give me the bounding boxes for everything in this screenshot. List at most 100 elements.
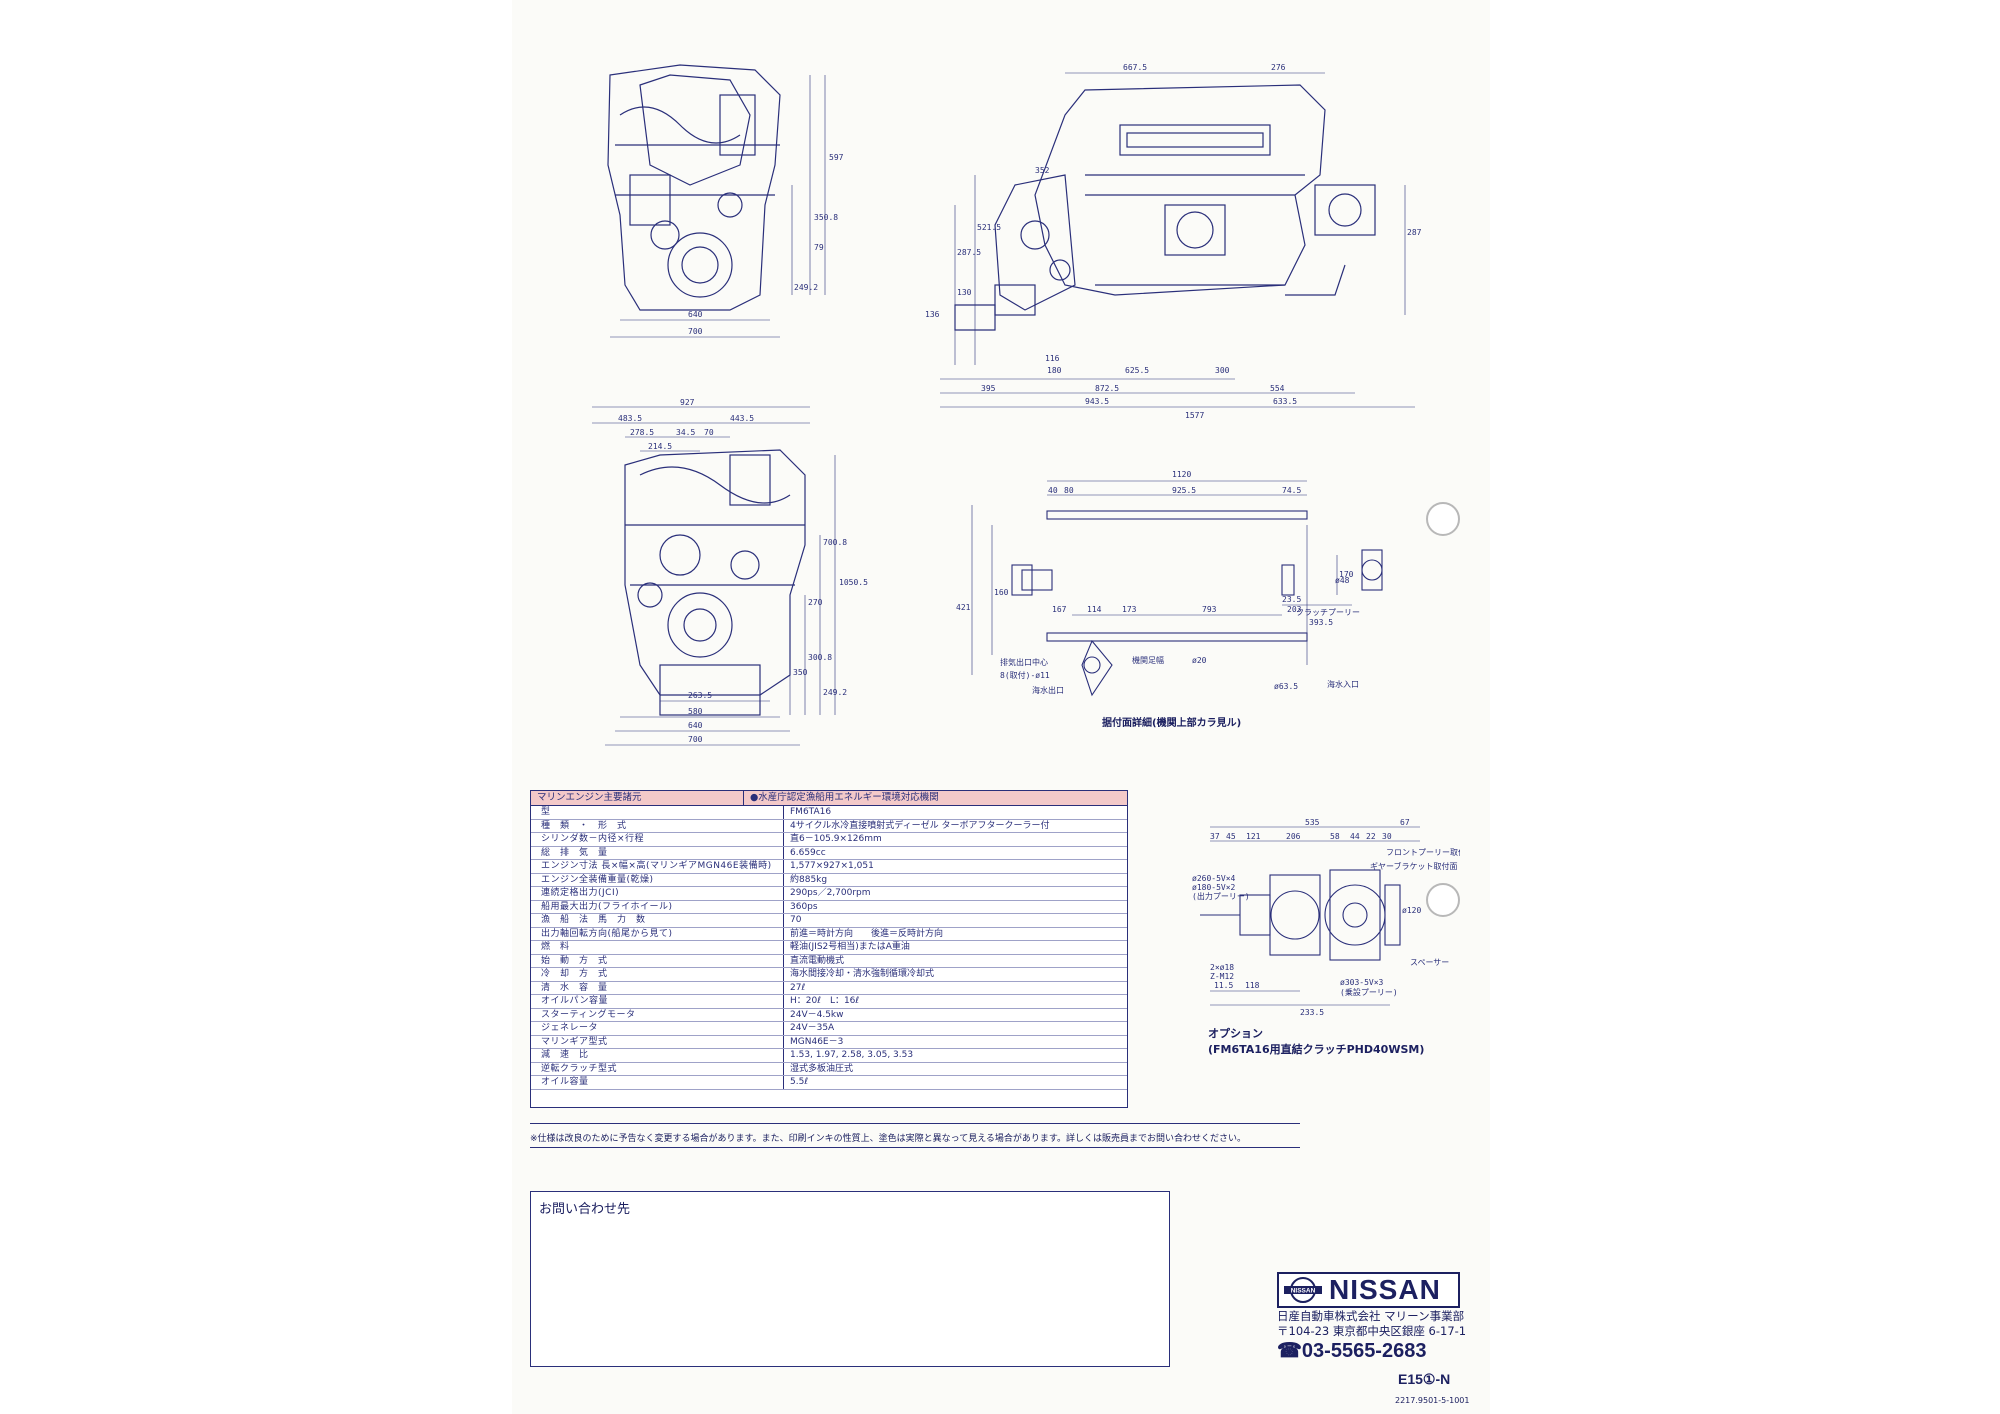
spec-value: 6.659cc [790,847,826,858]
engine-front-view: 640 700 597 350.8 79 249.2 [607,64,844,338]
dim-label: 37 [1210,832,1220,841]
dim-label: 625.5 [1125,366,1149,375]
dim-label: 927 [680,398,695,407]
spec-value: 直6－105.9×126mm [790,834,882,844]
dim-label: 34.5 [676,428,695,437]
dim-label: 393.5 [1309,618,1333,627]
dim-label: 118 [1245,981,1260,990]
callout-label: 海水入口 [1327,679,1359,689]
dim-label: 74.5 [1282,486,1301,495]
dim-label: 214.5 [648,442,672,451]
dim-label: 160 [994,588,1009,597]
dim-label: 1577 [1185,411,1204,420]
dim-label: 580 [688,707,703,716]
callout-label: (出力プーリー) [1192,891,1250,901]
brochure-page [512,0,1490,1414]
spec-row: 冷 却 方 式海水間接冷却・清水強制循環冷却式 [531,968,1127,982]
spec-key: 始 動 方 式 [531,954,784,967]
spec-key: エンジン寸法 長×幅×高(マリンギアMGN46E装備時) [531,860,784,873]
spec-value: 湿式多板油圧式 [790,1063,854,1074]
dim-label: 263.5 [688,691,712,700]
spec-row: シリンダ数－内径×行程直6－105.9×126mm [531,833,1127,847]
dim-label: 700.8 [823,538,847,547]
spec-value: H：20ℓ L：16ℓ [790,996,860,1006]
document-code: E15①-N [1398,1371,1451,1387]
callout-label: 海水出口 [1032,685,1064,695]
spec-value: 5.5ℓ [790,1077,809,1087]
spec-row: 燃 料軽油(JIS2号相当)またはA重油 [531,941,1127,955]
option-dim-labels: 535 67 37 45 121 206 58 44 22 30 118 233… [1192,818,1460,1017]
spec-key: 減 速 比 [531,1049,784,1062]
callout-label: ø63.5 [1274,682,1298,691]
callout-label: ø48 [1335,576,1350,585]
spec-key: 出力軸回転方向(船尾から見て) [531,927,784,940]
dim-label: 1120 [1172,470,1191,479]
dim-label: 11.5 [1214,981,1233,990]
spec-value: MGN46E－3 [790,1036,844,1047]
spec-key: 総 排 気 量 [531,846,784,859]
dim-label: 667.5 [1123,63,1147,72]
dim-label: 278.5 [630,428,654,437]
dim-label: 23.5 [1282,595,1301,604]
contact-title: お問い合わせ先 [539,1202,631,1217]
spec-key: エンジン全装備重量(乾燥) [531,873,784,886]
dim-label: 67 [1400,818,1410,827]
spec-key: 冷 却 方 式 [531,968,784,981]
option-subtitle: (FM6TA16用直結クラッチPHD40WSM) [1208,1043,1425,1056]
dim-label: 121 [1246,832,1261,841]
company-address: 〒104-23 東京都中央区銀座 6-17-1 [1277,1324,1467,1338]
mounting-face-detail: 1120 40 80 925.5 74.5 160 421 167 114 17… [956,470,1383,697]
dim-label: 130 [957,288,972,297]
dim-label: 30 [1382,832,1392,841]
dim-label: 70 [704,428,714,437]
spec-value: 290ps／2,700rpm [790,888,871,898]
rear-view-dim-labels: 927 483.5 443.5 278.5 34.5 70 214.5 1050… [618,398,868,744]
callout-label: スペーサー [1410,958,1449,967]
dim-label: 287.5 [957,248,981,257]
callout-label: ø303-5V×3 [1340,978,1384,987]
side-view-dim-labels: 667.5 276 352 287.5 521.5 130 136 287 11… [925,63,1422,420]
dim-label: 640 [688,721,703,730]
spec-row: マリンギア型式 MGN46E－3 [531,1035,1127,1049]
callout-label: ø260-5V×4 [1192,874,1236,883]
dim-label: 943.5 [1085,397,1109,406]
company-phone: ☎03-5565-2683 [1277,1340,1427,1362]
dim-label: 270 [808,598,823,607]
front-view-dim-labels: 640 700 597 350.8 79 249.2 [688,153,844,336]
callout-label: Z-M12 [1210,972,1234,981]
dim-label: 136 [925,310,940,319]
dim-label: 249.2 [794,283,818,292]
callout-label: ギヤーブラケット取付面 [1370,861,1458,871]
spec-value: 1,577×927×1,051 [790,861,874,871]
spec-row: 逆転クラッチ型式湿式多板油圧式 [531,1062,1127,1076]
spec-value: FM6TA16 [790,807,832,817]
spec-header-left: マリンエンジン主要諸元 [531,791,744,805]
dim-label: 170 [1339,570,1354,579]
option-clutch-drawing: 535 67 37 45 121 206 58 44 22 30 118 233… [1192,818,1460,1017]
badge-text: NISSAN [1291,1288,1316,1295]
dim-label: 352 [1035,166,1050,175]
callout-label: ø20 [1192,656,1207,665]
spec-row: 型 FM6TA16 [531,806,1127,820]
callout-label: 機関足幅 [1132,655,1164,665]
dim-label: ø120 [1402,906,1421,915]
spec-value: 海水間接冷却・清水強制循環冷却式 [790,969,935,979]
spec-key: マリンギア型式 [531,1035,784,1048]
footnote-rule-bottom [530,1147,1300,1148]
spec-header-right: ●水産庁認定漁船用エネルギー環境対応機関 [750,792,939,803]
dim-label: 700 [688,735,703,744]
dim-label: 44 [1350,832,1360,841]
spec-key: 型 [531,806,784,819]
spec-key: 逆転クラッチ型式 [531,1062,784,1075]
mount-detail-caption: 据付面詳細(機関上部カラ見ル) [1102,718,1242,729]
company-name: 日産自動車株式会社 マリーン事業部 [1277,1309,1465,1323]
print-code: 2217.9501-5-1001 [1395,1396,1470,1405]
dim-label: 180 [1047,366,1062,375]
spec-table: マリンエンジン主要諸元 ●水産庁認定漁船用エネルギー環境対応機関 型 FM6TA1… [530,790,1128,1108]
dim-label: 700 [688,327,703,336]
dim-label: 395 [981,384,996,393]
dim-label: 521.5 [977,223,1001,232]
